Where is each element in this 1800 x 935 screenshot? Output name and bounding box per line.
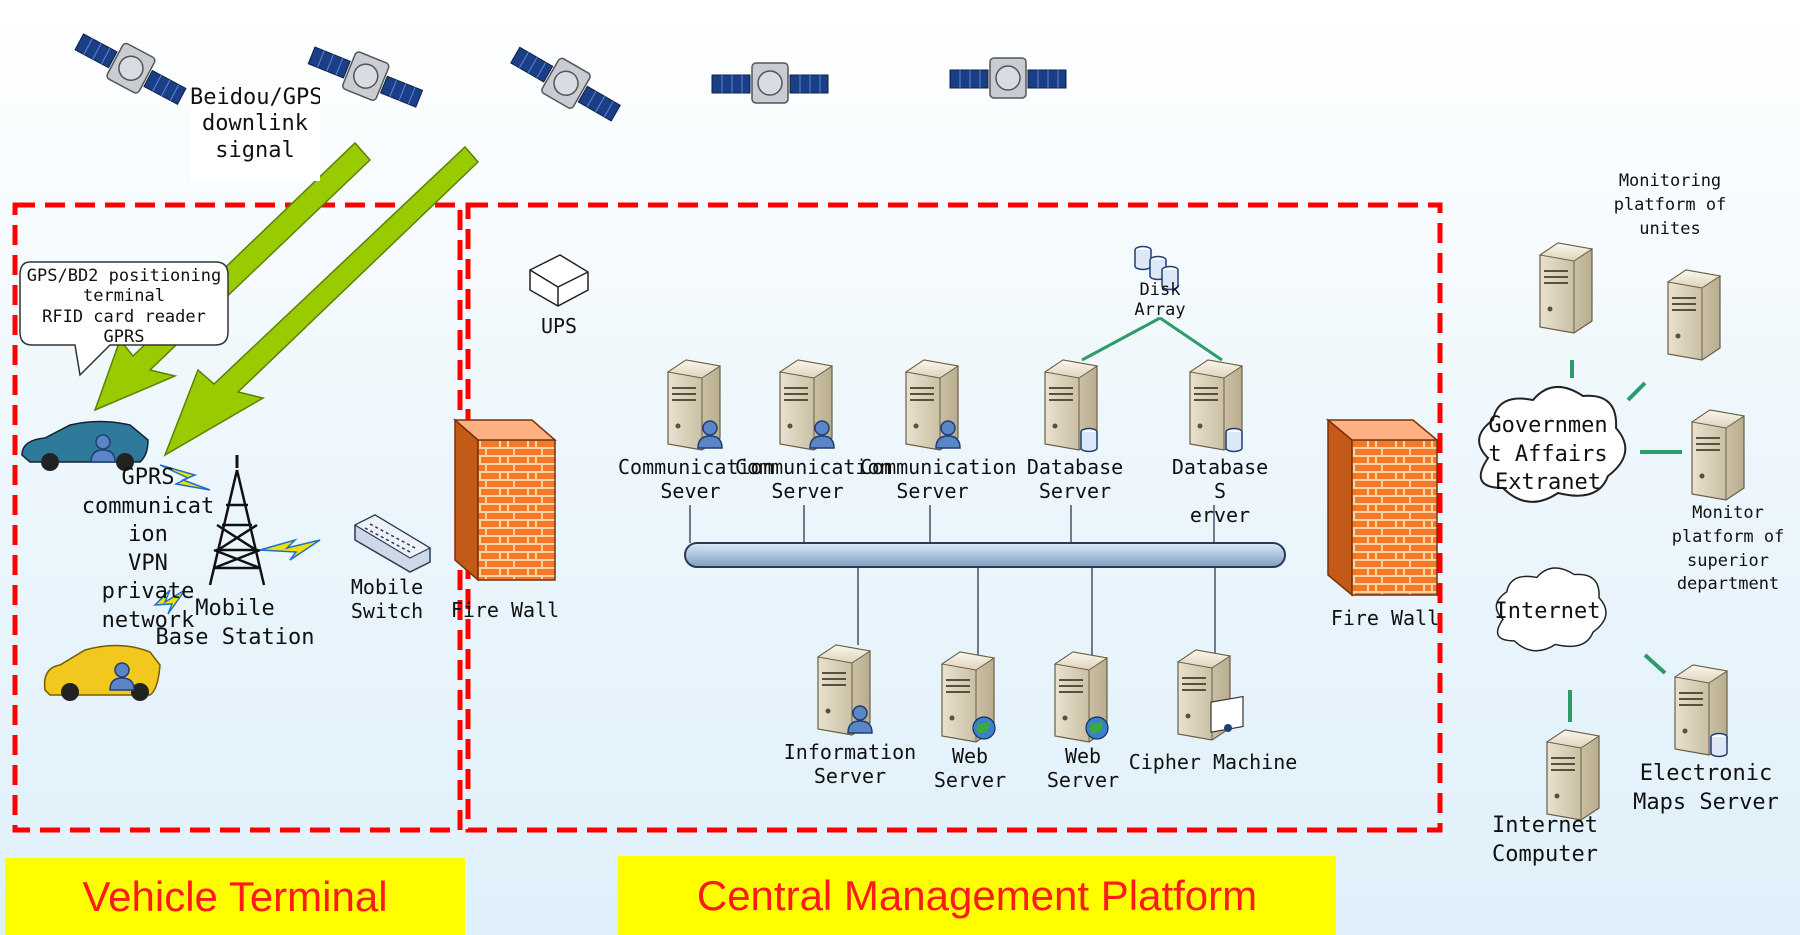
web-server-icon [941,651,996,743]
database-server-icon [1044,359,1098,453]
tower-icon [208,455,266,586]
firewall-icon [452,418,558,582]
web-server-icon [1054,651,1109,743]
switch-icon [353,514,432,573]
internet-computer-icon [1546,729,1600,821]
wireless-signal-icon [159,464,211,491]
monitoring-server-icon [1667,269,1721,361]
monitoring-units-label: Monitoring platform of unites [1613,171,1727,239]
left-firewall-label: Fire Wall [450,598,560,622]
disk-array-label: Disk Array [1134,280,1186,321]
gprs-vpn-label: GPRS communicat ion VPN private network [81,465,215,633]
car-icon [43,644,161,701]
satellite-icon [303,35,428,118]
network-bus [684,542,1286,568]
external-links [1568,360,1682,722]
server-label-db-1: Database Server [1026,455,1124,503]
satellite-icon [711,62,829,104]
information-server-icon [817,644,873,736]
server-label-comm-2: Communication Server [735,455,892,503]
ups-label: UPS [540,314,578,338]
satellite-icon [69,22,193,114]
wireless-signal-icon [259,538,321,561]
satellite-icon [505,36,627,131]
internet-computer-label: Internet Computer [1492,813,1598,867]
maps-server-label: Electronic Maps Server [1633,761,1779,815]
downlink-signal-label: Beidou/GPS downlink signal [190,85,320,181]
right-firewall-label: Fire Wall [1330,606,1440,630]
vehicle-terminal-zone-label: Vehicle Terminal [5,858,465,935]
server-label-web-2: Web Server [1046,744,1120,792]
ups-icon [529,254,589,307]
wireless-signal-icon [153,589,186,615]
server-label-web-1: Web Server [933,744,1007,792]
communication-server-icon [667,359,723,451]
central-platform-zone-label: Central Management Platform [618,856,1336,935]
server-label-comm-3: Communication Server [860,455,1017,503]
server-label-db-2: Database S erver [1171,455,1269,527]
satellite-icon [949,57,1067,99]
communication-server-icon [779,359,835,451]
monitoring-server-icon [1539,242,1593,334]
mobile-switch-label: Mobile Switch [350,575,424,623]
cipher-machine-icon [1177,649,1244,741]
internet-label: Internet [1494,599,1601,624]
communication-server-icon [905,359,961,451]
gov-extranet-label: Governmen t Affairs Extranet [1488,413,1608,496]
maps-server-icon [1674,664,1728,758]
disk-array-link [1081,316,1223,362]
car-icon [21,420,149,471]
mobile-base-station-label: Mobile Base Station [155,596,315,650]
bus-connections [689,505,1216,655]
terminal-callout [19,261,229,377]
firewall-icon [1325,418,1440,597]
database-server-icon [1189,359,1243,453]
terminal-callout-text: GPS/BD2 positioning terminal RFID card r… [26,266,222,348]
server-label-info: Information Server [783,740,917,788]
superior-monitor-label: Monitor platform of superior department [1671,503,1785,595]
server-label-cipher: Cipher Machine [1128,750,1298,774]
superior-monitor-server-icon [1691,409,1745,501]
server-label-comm-1: Communication Sever [618,455,775,503]
